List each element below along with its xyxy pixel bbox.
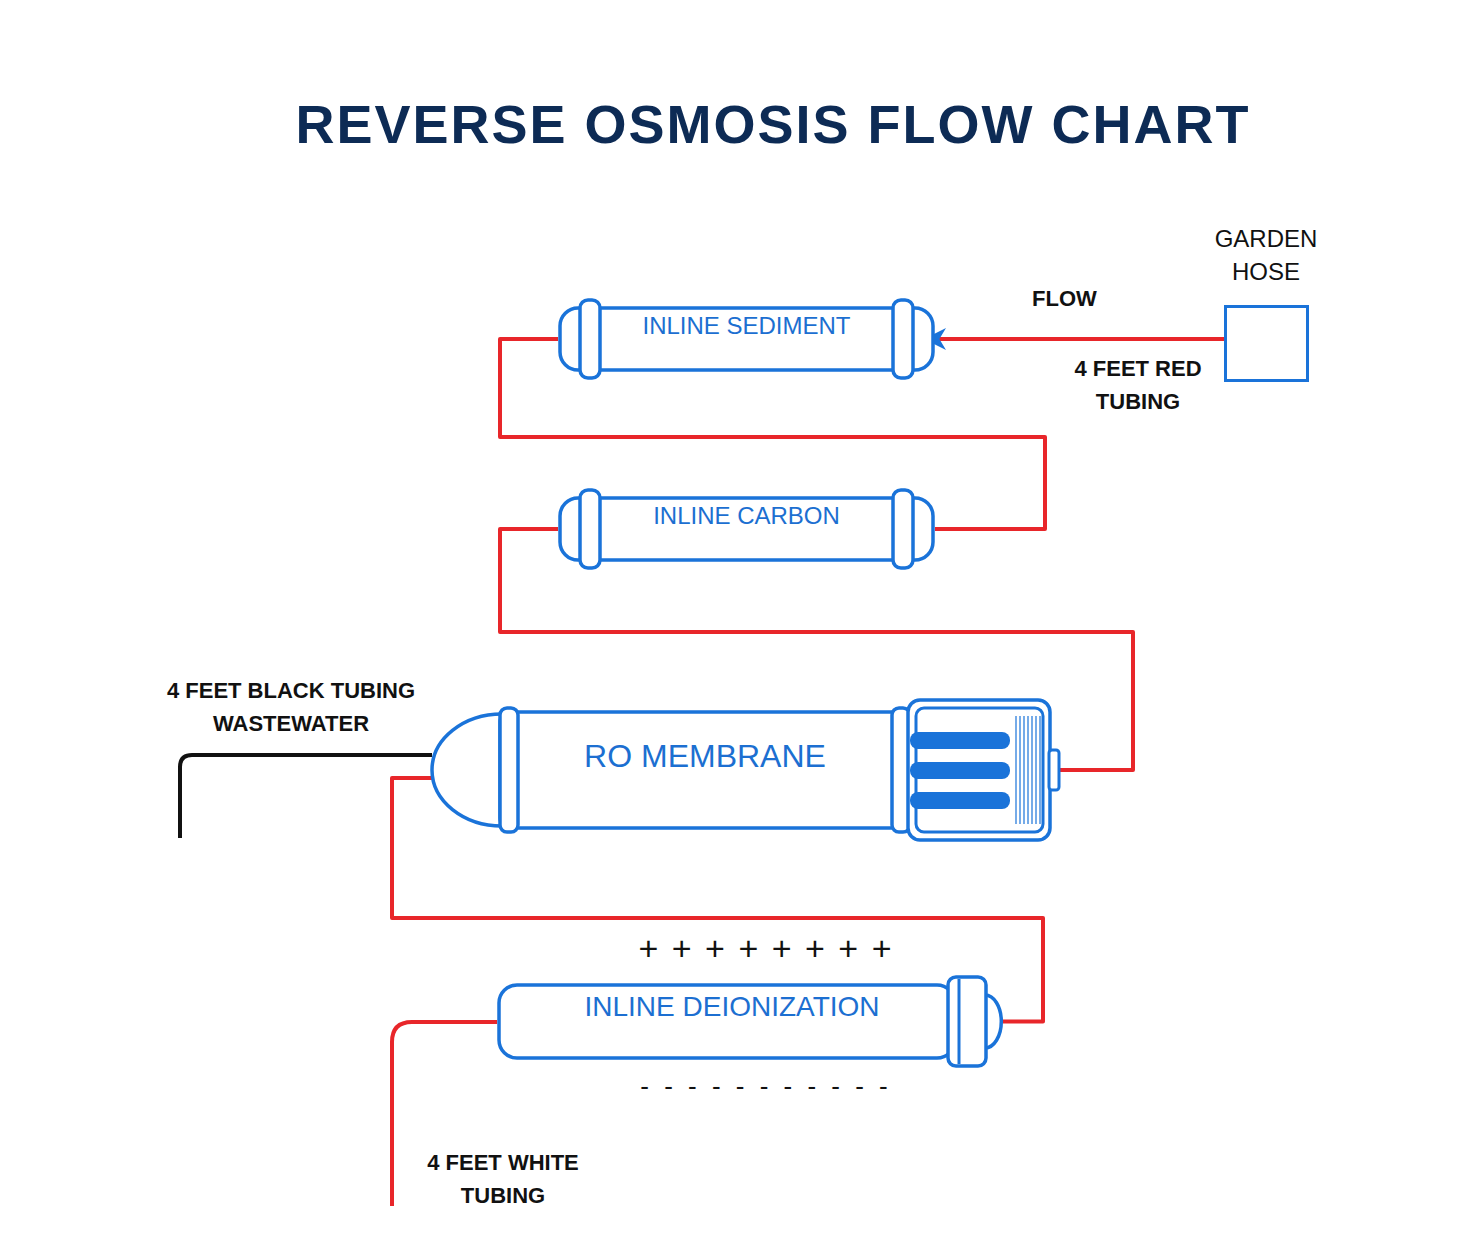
hose-box — [1224, 305, 1309, 382]
cartridge-label: INLINE DEIONIZATION — [517, 989, 947, 1024]
flow-label: FLOW — [1032, 285, 1097, 313]
tubing-label: 4 FEET WHITE TUBING — [393, 1146, 613, 1212]
cartridge-label: RO MEMBRANE — [500, 736, 910, 776]
tubing-label: 4 FEET BLACK TUBING WASTEWATER — [141, 674, 441, 740]
filter-cartridge: INLINE SEDIMENT — [558, 298, 935, 380]
waste-tubing — [180, 755, 432, 838]
filter-cartridge: INLINE CARBON — [558, 488, 935, 570]
outlet-tubing — [392, 1022, 497, 1206]
tubing-label: 4 FEET RED TUBING — [1058, 352, 1218, 418]
cartridge-label: INLINE CARBON — [602, 501, 891, 531]
cartridge-label: INLINE SEDIMENT — [602, 311, 891, 341]
node-heading: GARDEN HOSE — [1198, 222, 1334, 288]
charge-sign: + + + + + + + + — [606, 928, 926, 968]
filter-cartridge: RO MEMBRANE — [430, 700, 1060, 840]
chart-title: REVERSE OSMOSIS FLOW CHART — [223, 92, 1323, 157]
tubing-connector — [935, 337, 1224, 341]
charge-sign: - - - - - - - - - - - — [606, 1071, 926, 1101]
source-box: GARDEN HOSE — [1198, 222, 1334, 382]
filter-cartridge: INLINE DEIONIZATION — [497, 975, 1003, 1068]
